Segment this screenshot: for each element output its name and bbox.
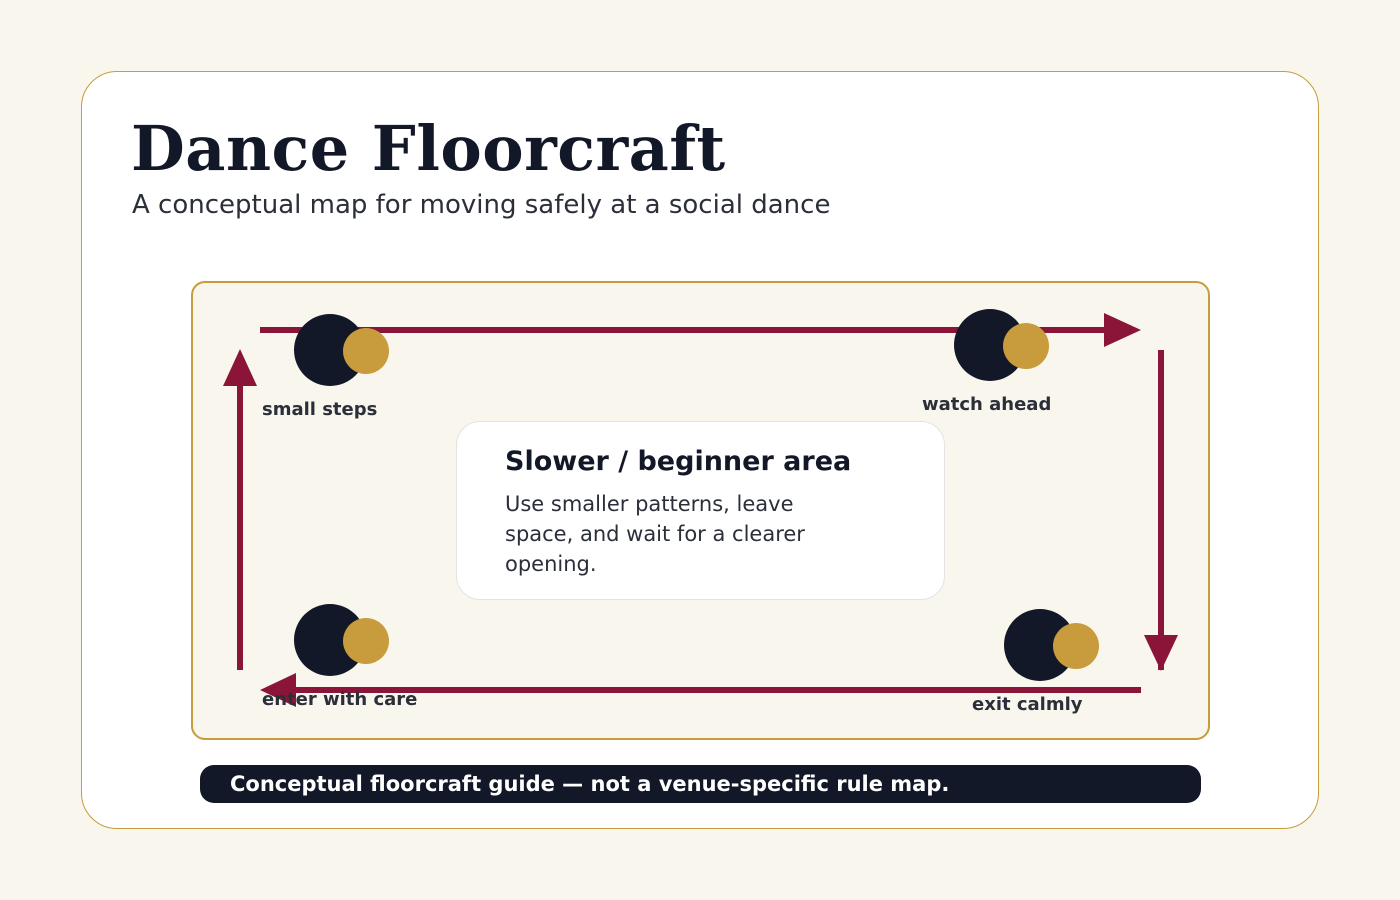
dancing-couple-icon [294, 314, 389, 386]
arrow-down-icon [1144, 635, 1178, 671]
dancing-couple-icon [954, 309, 1049, 381]
arrow-right-icon [1104, 313, 1141, 347]
left-lane-arrow [223, 349, 257, 670]
bottom-lane-arrow [260, 673, 1141, 707]
corner-label-small-steps: small steps [262, 399, 378, 420]
corner-label-exit-calmly: exit calmly [972, 694, 1083, 715]
page-title: Dance Floorcraft [131, 112, 726, 185]
dancing-couple-icon [1004, 609, 1099, 681]
arrow-up-icon [223, 349, 257, 386]
beginner-area-title: Slower / beginner area [505, 446, 852, 477]
dancing-couple-icon [294, 604, 389, 676]
footer-banner [200, 765, 1201, 803]
corner-label-enter-with-care: enter with care [262, 689, 418, 710]
page-subtitle: A conceptual map for moving safely at a … [132, 190, 831, 220]
footer-note: Conceptual floorcraft guide — not a venu… [230, 772, 950, 796]
beginner-area-box [456, 421, 945, 600]
corner-label-watch-ahead: watch ahead [922, 394, 1052, 415]
beginner-area-description: Use smaller patterns, leave space, and w… [505, 492, 805, 576]
right-lane-arrow [1144, 350, 1178, 671]
arrow-left-icon [260, 673, 296, 707]
